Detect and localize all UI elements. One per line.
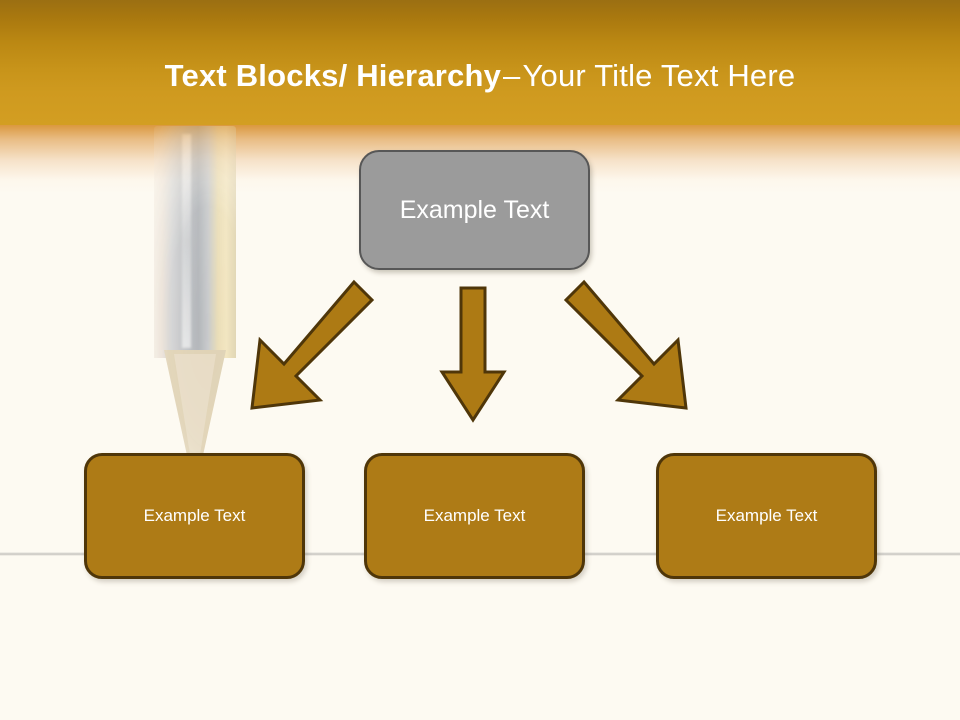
- hierarchy-leaf-node-2-label: Example Text: [423, 506, 526, 525]
- slide-header-bar: Text Blocks/ Hierarchy – Your Title Text…: [0, 0, 960, 125]
- arrow-top-to-leaf-3: [563, 279, 688, 410]
- slide-title-normal-part: Your Title Text Here: [522, 57, 796, 93]
- slide-title: Text Blocks/ Hierarchy – Your Title Text…: [0, 0, 960, 125]
- hierarchy-leaf-node-3[interactable]: Example Text: [656, 453, 877, 579]
- arrow-top-to-leaf-2: [439, 286, 507, 423]
- slide-title-bold-part: Text Blocks/ Hierarchy: [164, 57, 502, 93]
- hierarchy-leaf-node-1-label: Example Text: [143, 506, 246, 525]
- slide-title-dash: –: [503, 57, 521, 93]
- hierarchy-top-node-label: Example Text: [399, 195, 550, 224]
- hierarchy-leaf-node-3-label: Example Text: [715, 506, 818, 525]
- hierarchy-top-node[interactable]: Example Text: [359, 150, 590, 270]
- hierarchy-leaf-node-1[interactable]: Example Text: [84, 453, 305, 579]
- hierarchy-leaf-node-2[interactable]: Example Text: [364, 453, 585, 579]
- arrow-top-to-leaf-1: [250, 279, 375, 410]
